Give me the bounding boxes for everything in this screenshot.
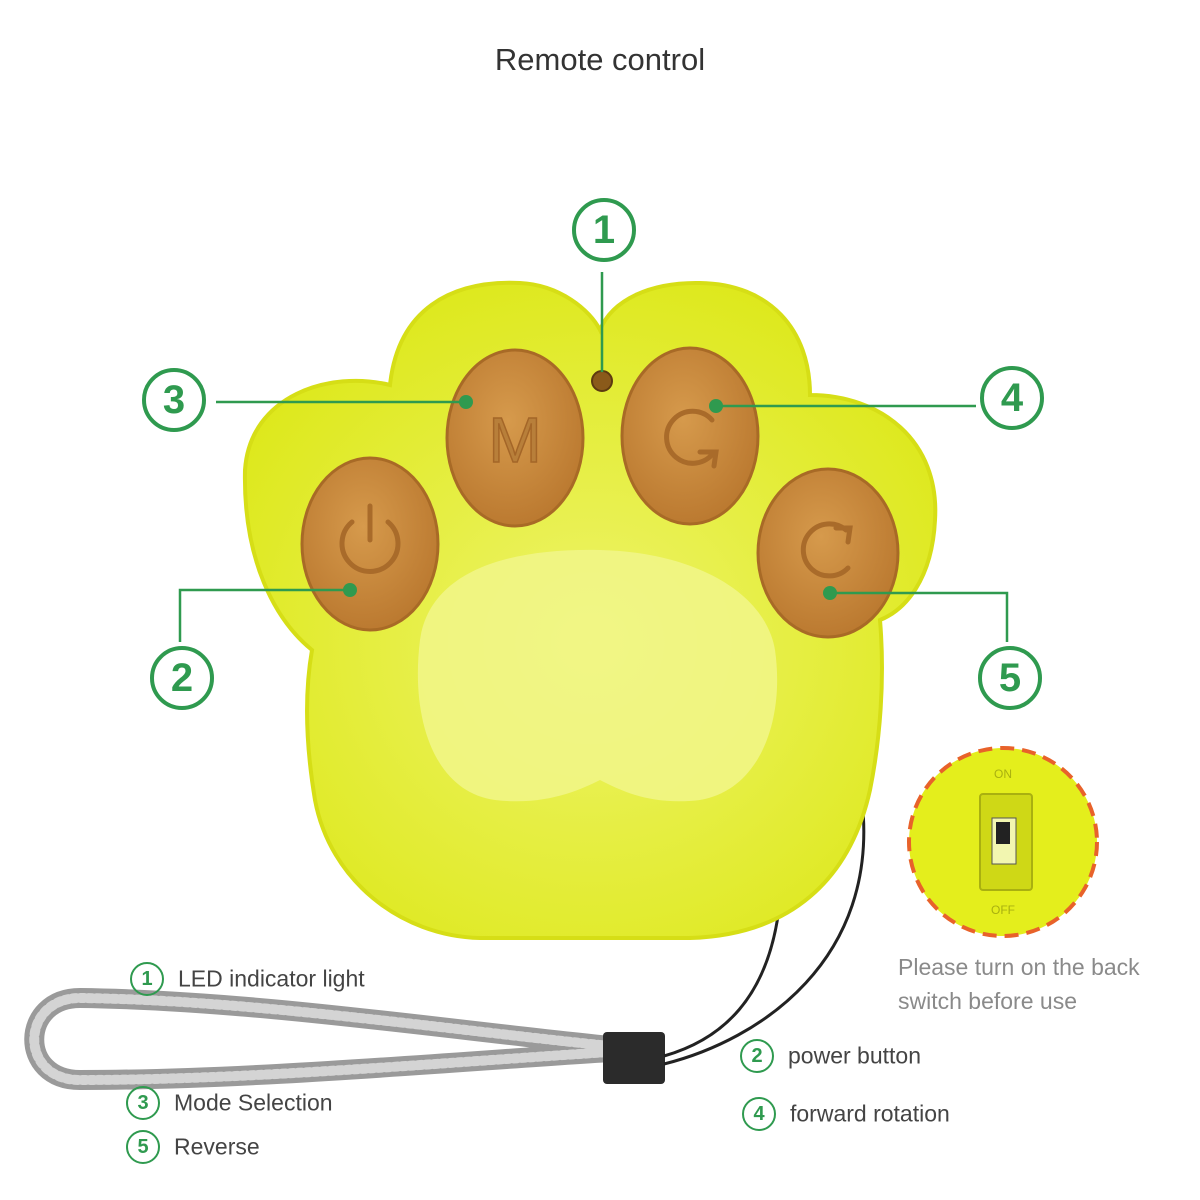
callout-1: 1 xyxy=(572,198,636,262)
legend-label: LED indicator light xyxy=(178,965,365,992)
legend-item: 3 Mode Selection xyxy=(126,1086,333,1120)
switch-note: Please turn on the back switch before us… xyxy=(898,954,1140,1014)
main-pad xyxy=(417,549,778,802)
paw-remote-body xyxy=(242,280,938,940)
callout-3: 3 xyxy=(142,368,206,432)
legend-label: power button xyxy=(788,1042,921,1069)
led-indicator-light xyxy=(591,370,613,392)
mode-letter: M xyxy=(488,404,541,476)
reverse-button[interactable] xyxy=(756,467,900,639)
legend-number: 3 xyxy=(126,1086,160,1120)
toggle-switch xyxy=(996,822,1010,844)
reverse-rotation-icon xyxy=(800,521,853,579)
callout-dots xyxy=(343,395,837,600)
legend-label: Reverse xyxy=(174,1133,260,1160)
callout-lines xyxy=(178,272,1009,642)
legend-label: forward rotation xyxy=(790,1100,950,1127)
strap-clip xyxy=(603,1032,665,1084)
power-icon xyxy=(339,503,401,574)
legend-label: Mode Selection xyxy=(174,1089,333,1116)
callout-4: 4 xyxy=(980,366,1044,430)
power-button[interactable] xyxy=(300,456,440,632)
legend-item: 1 LED indicator light xyxy=(130,962,365,996)
callout-5: 5 xyxy=(978,646,1042,710)
legend-number: 5 xyxy=(126,1130,160,1164)
callout-2: 2 xyxy=(150,646,214,710)
legend-item: 4 forward rotation xyxy=(742,1097,950,1131)
wrist-strap xyxy=(24,799,866,1091)
forward-rotation-icon xyxy=(664,408,719,469)
legend-item: 5 Reverse xyxy=(126,1130,260,1164)
switch-on-label: ON xyxy=(994,767,1012,781)
legend-item: 2 power button xyxy=(740,1039,921,1073)
legend-number: 4 xyxy=(742,1097,776,1131)
legend-number: 2 xyxy=(740,1039,774,1073)
mode-button[interactable]: M xyxy=(445,348,585,528)
page-title: Remote control xyxy=(494,42,706,77)
switch-off-label: OFF xyxy=(991,903,1015,917)
back-switch-detail: ON OFF xyxy=(907,746,1099,938)
forward-rotation-button[interactable] xyxy=(620,346,760,526)
legend-number: 1 xyxy=(130,962,164,996)
